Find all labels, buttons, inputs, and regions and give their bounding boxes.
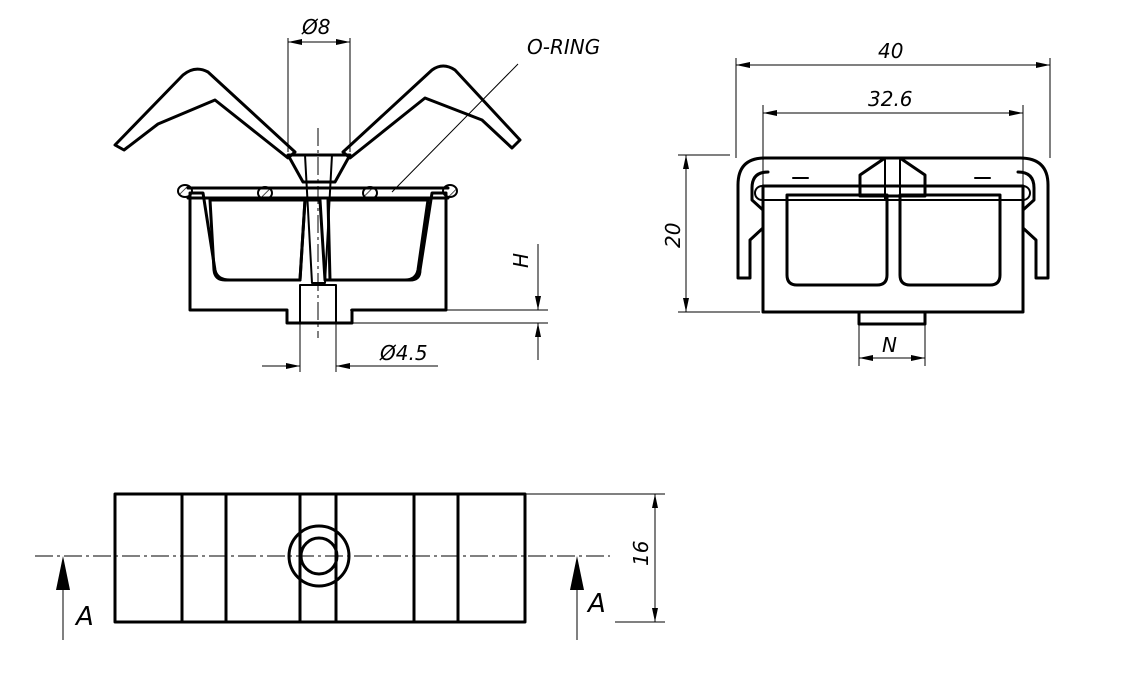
dim-32-6: 32.6 — [868, 87, 913, 111]
cup-cavity-right — [326, 198, 430, 282]
bore-hole — [304, 154, 333, 284]
o-ring-section-3 — [362, 186, 378, 200]
o-ring-label: O-RING — [527, 35, 600, 59]
dim-dia-4-5: Ø4.5 — [379, 341, 428, 365]
right-wing — [341, 64, 522, 160]
center-stem — [286, 153, 352, 184]
section-arrow-right — [570, 556, 584, 590]
section-label-right: A — [586, 589, 606, 619]
o-ring-section-4 — [442, 184, 458, 198]
left-cup — [785, 193, 889, 287]
section-label-left: A — [74, 602, 94, 632]
right-hook — [1016, 156, 1050, 280]
section-arrow-left — [56, 556, 70, 590]
dim-n: N — [882, 333, 897, 357]
o-ring-tube — [754, 185, 1031, 201]
main-body — [761, 184, 1025, 314]
side-view: 40 32.6 20 N — [661, 39, 1051, 366]
top-view-outline — [113, 492, 527, 624]
dim-dia-8: Ø8 — [301, 15, 330, 39]
bottom-boss — [857, 310, 927, 326]
dim-20: 20 — [661, 223, 685, 248]
section-view: Ø8 O-RING H Ø4.5 — [113, 15, 600, 372]
right-cup — [898, 193, 1002, 287]
top-view: A A 16 — [35, 492, 665, 640]
o-ring-section-1 — [177, 184, 193, 198]
left-wing — [113, 67, 297, 160]
dim-16: 16 — [629, 541, 653, 566]
left-hook — [736, 156, 770, 280]
center-peak — [858, 156, 927, 198]
dim-h: H — [509, 253, 533, 268]
o-ring-section-2 — [257, 186, 273, 200]
o-ring-leader — [391, 63, 519, 193]
cup-cavity-left — [208, 198, 307, 282]
dim-40: 40 — [878, 39, 903, 63]
